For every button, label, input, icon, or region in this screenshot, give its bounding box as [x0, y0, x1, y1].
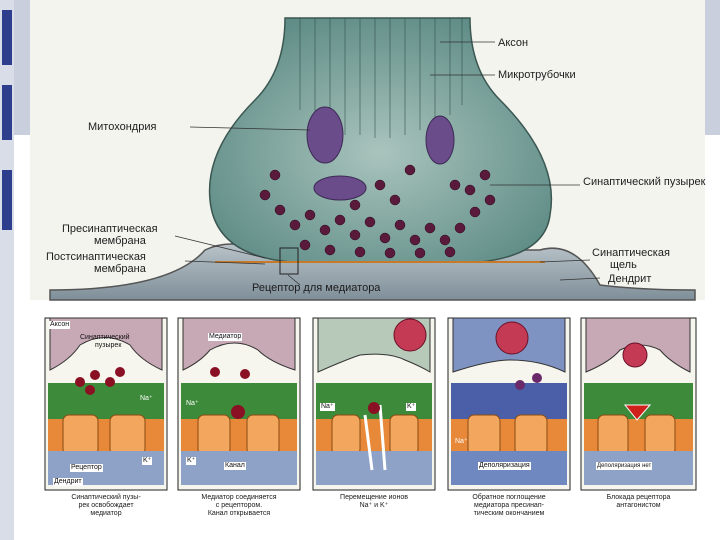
p3-na-ion: Na⁺ [320, 403, 335, 411]
p4-depolarization-label: Деполяризация [478, 462, 531, 470]
label-presynaptic-1: Пресинаптическая [62, 223, 158, 235]
label-mitochondria: Митохондрия [88, 121, 156, 133]
caption-line: Канал открывается [178, 510, 300, 518]
label-microtubules: Микротрубочки [498, 69, 576, 81]
caption-line: Перемещение ионов [313, 494, 435, 502]
label-axon: Аксон [498, 37, 528, 49]
p2-k-ion: K⁺ [186, 457, 196, 465]
label-presynaptic-2: мембрана [94, 235, 146, 247]
mitochondrion [426, 116, 454, 164]
label-postsynaptic-1: Постсинаптическая [46, 251, 146, 263]
caption-panel-3: Перемещение ионов Na⁺ и K⁺ [313, 494, 435, 510]
p2-na-ion: Na⁺ [186, 400, 199, 408]
label-vesicle: Синаптический пузырек [583, 176, 705, 188]
caption-panel-1: Синаптический пузы- рек освобождает меди… [45, 494, 167, 518]
p4-na-ion: Na⁺ [455, 438, 468, 446]
caption-line: антагонистом [581, 502, 696, 510]
label-postsynaptic-2: мембрана [94, 263, 146, 275]
caption-line: с рецептором. [178, 502, 300, 510]
caption-line: рек освобождает [45, 502, 167, 510]
caption-line: медиатора пресинап- [448, 502, 570, 510]
caption-line: медиатор [45, 510, 167, 518]
axon-terminal [210, 18, 552, 262]
p2-channel-label: Канал [224, 462, 246, 470]
p1-vesicle-label-1: Синаптический [80, 334, 130, 342]
caption-line: Na⁺ и K⁺ [313, 502, 435, 510]
p1-vesicle-label-2: пузырек [95, 342, 121, 350]
p3-k-ion: K⁺ [406, 403, 416, 411]
p5-no-depolarization-label: Деполяризация нет [596, 462, 652, 470]
label-receptor: Рецептор для медиатора [252, 282, 380, 294]
caption-panel-5: Блокада рецептора антагонистом [581, 494, 696, 510]
p1-na-ion: Na⁺ [140, 395, 153, 403]
p1-k-ion: K⁺ [142, 457, 152, 465]
caption-panel-2: Медиатор соединяется с рецептором. Канал… [178, 494, 300, 518]
caption-line: тическим окончанием [448, 510, 570, 518]
label-dendrite: Дендрит [608, 273, 651, 285]
p1-dendrite-label: Дендрит [53, 478, 83, 486]
p2-mediator-label: Медиатор [208, 333, 242, 341]
caption-line: Блокада рецептора [581, 494, 696, 502]
label-cleft-1: Синаптическая [592, 247, 670, 259]
mitochondrion [307, 107, 343, 163]
mitochondrion [314, 176, 366, 200]
caption-line: Обратное поглощение [448, 494, 570, 502]
caption-line: Медиатор соединяется [178, 494, 300, 502]
caption-panel-4: Обратное поглощение медиатора пресинап- … [448, 494, 570, 518]
p1-receptor-label: Рецептор [70, 464, 103, 472]
p1-axon-label: Аксон [49, 321, 70, 329]
caption-line: Синаптический пузы- [45, 494, 167, 502]
label-cleft-2: щель [610, 259, 637, 271]
